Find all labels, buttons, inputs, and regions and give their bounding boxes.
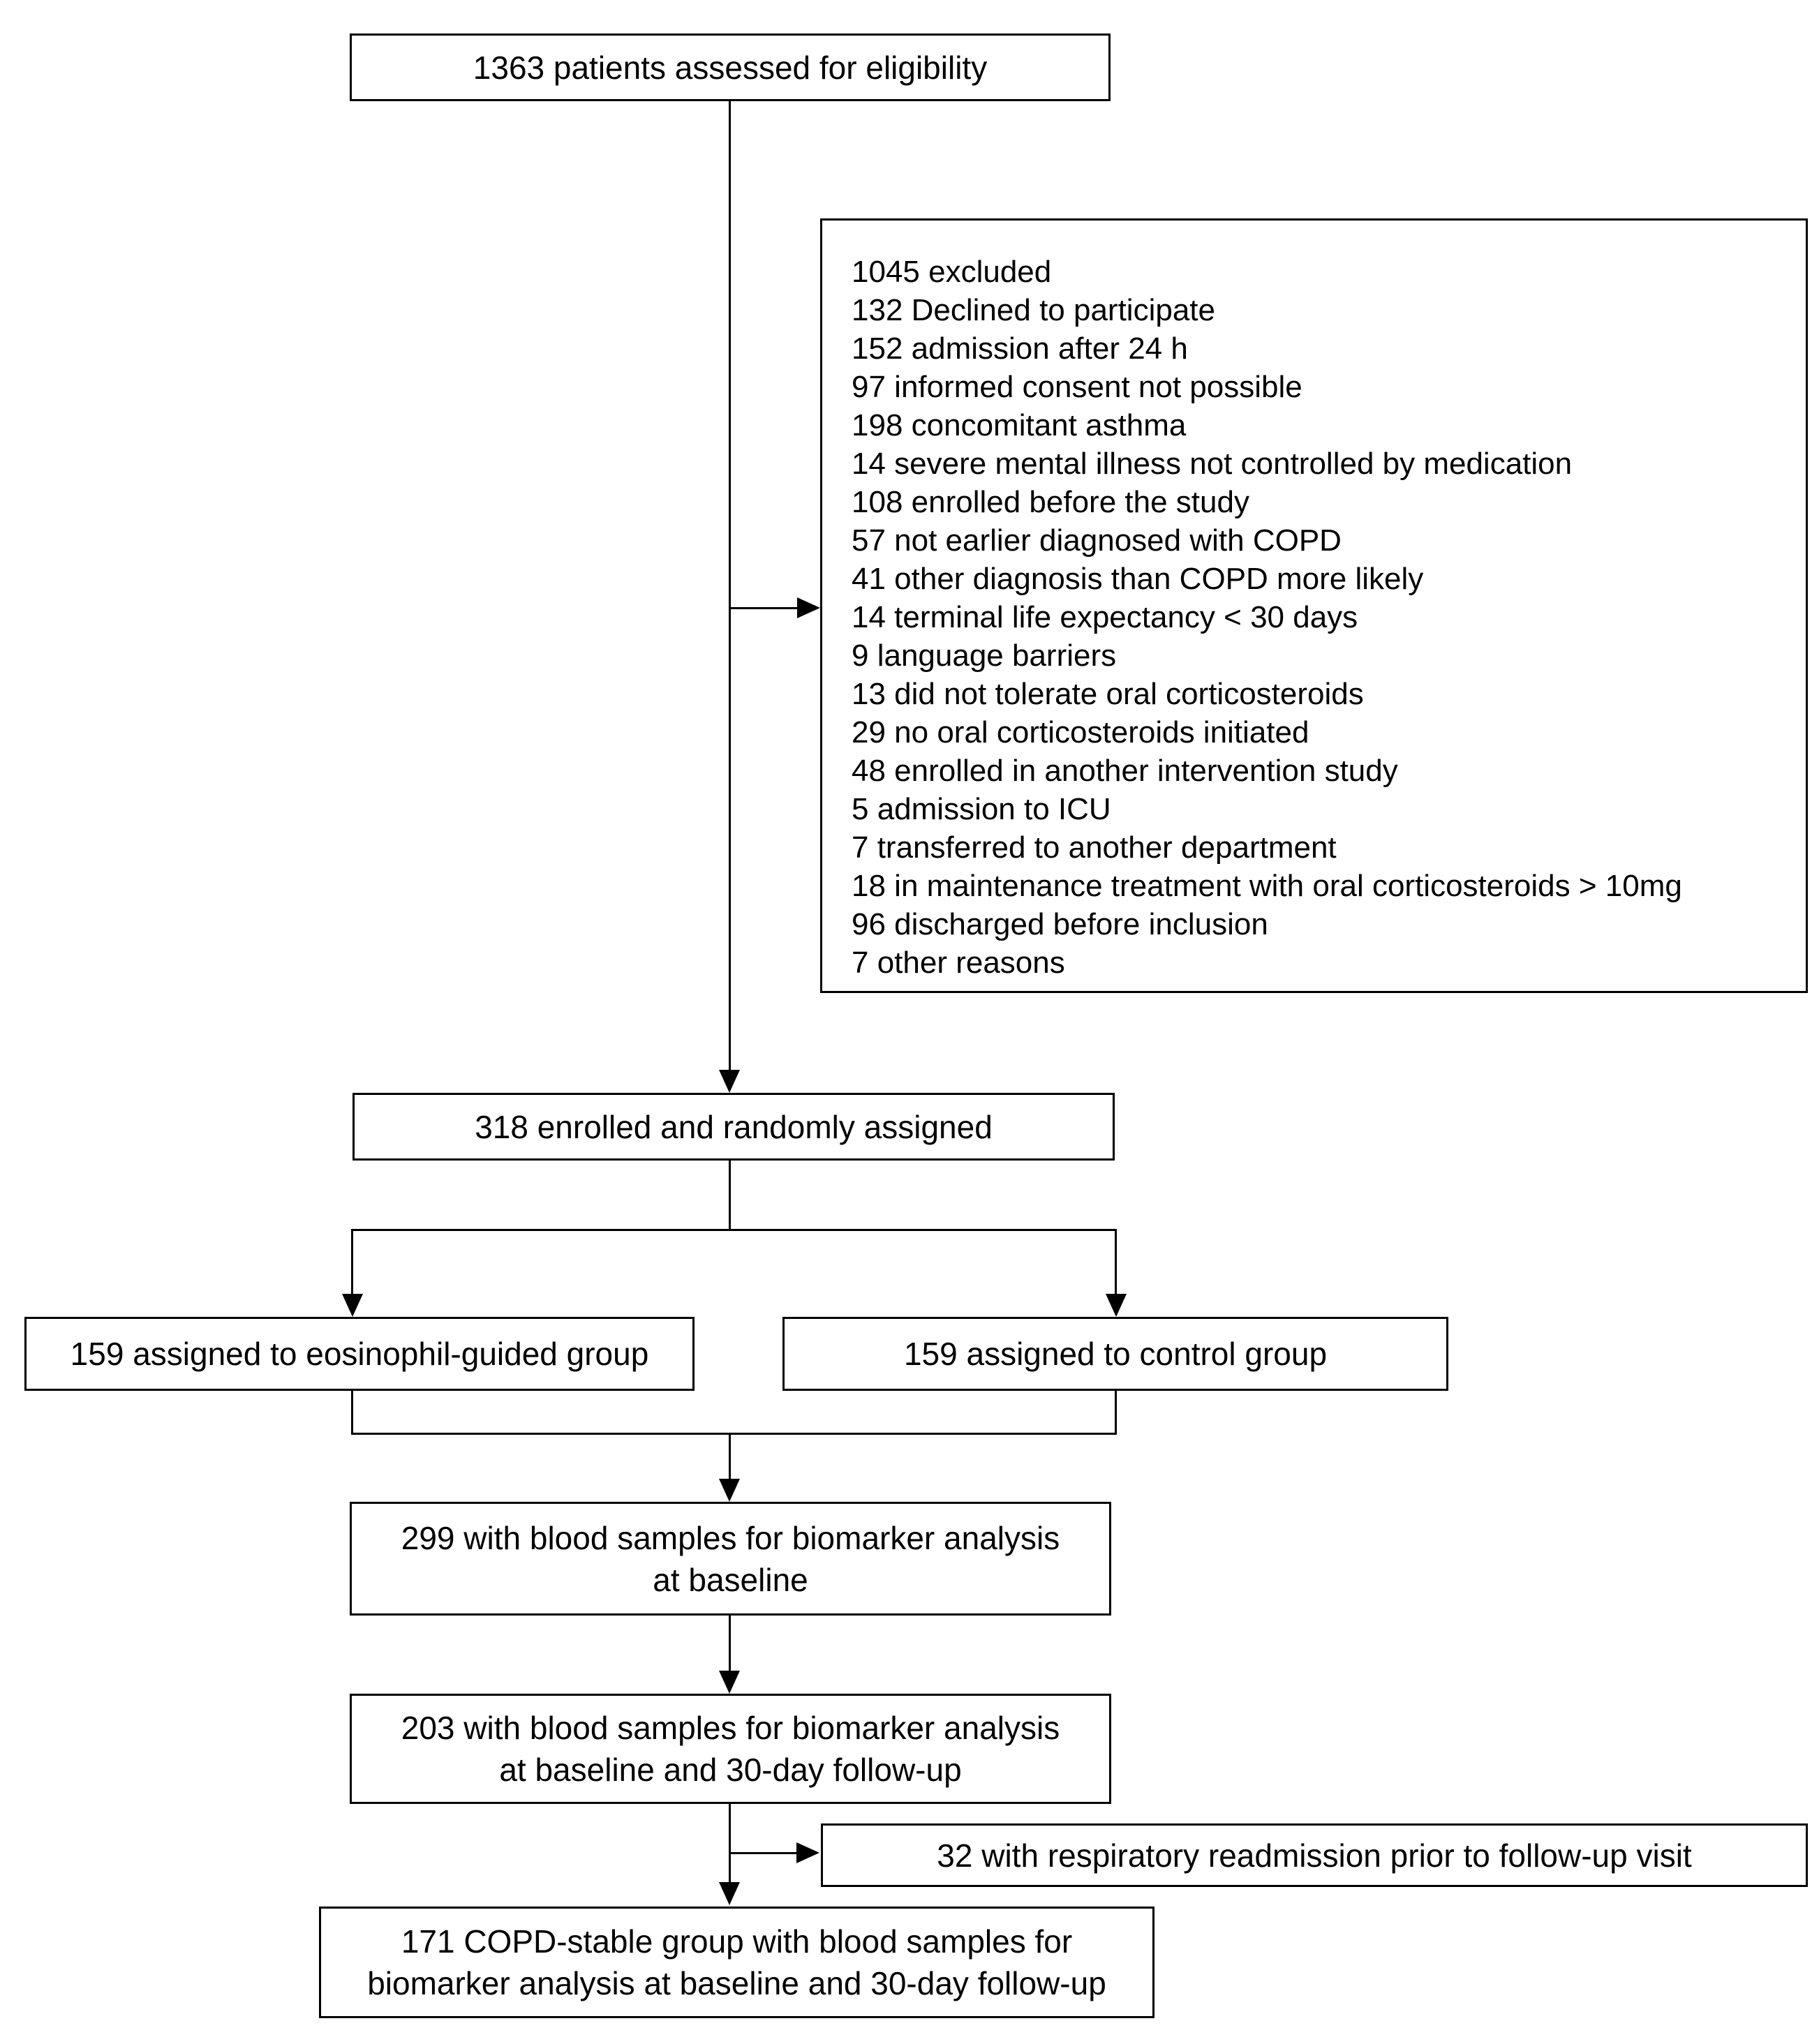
exclusion-reason-line: 96 discharged before inclusion [852, 907, 1268, 941]
arrowhead-into-control [1106, 1294, 1127, 1317]
box-baseline-line2: at baseline [653, 1561, 808, 1598]
box-baseline-line1: 299 with blood samples for biomarker ana… [401, 1519, 1060, 1556]
exclusion-reason-line: 7 transferred to another department [852, 830, 1337, 865]
box-control-group: 159 assigned to control group [782, 1317, 1448, 1391]
box-blood-samples-baseline: 299 with blood samples for biomarker ana… [350, 1502, 1111, 1616]
arrowhead-into-excluded [797, 597, 820, 618]
connector-split-horizontal [352, 1229, 1117, 1231]
box-assessed-for-eligibility: 1363 patients assessed for eligibility [350, 33, 1111, 101]
arrowhead-into-eosinophil [342, 1294, 363, 1317]
box-copd-stable-group: 171 COPD-stable group with blood samples… [319, 1907, 1154, 2018]
exclusion-reason-line: 108 enrolled before the study [852, 485, 1249, 519]
connector-merge-stem [729, 1433, 731, 1480]
exclusion-reason-line: 41 other diagnosis than COPD more likely [852, 562, 1424, 596]
arrowhead-into-enrolled [719, 1070, 740, 1093]
box-blood-samples-followup: 203 with blood samples for biomarker ana… [350, 1694, 1111, 1804]
box-followup-line2: at baseline and 30-day follow-up [499, 1752, 962, 1788]
connector-drop-right [1115, 1229, 1117, 1295]
exclusion-reason-line: 29 no oral corticosteroids initiated [852, 715, 1309, 749]
box-followup-line1: 203 with blood samples for biomarker ana… [401, 1710, 1060, 1746]
exclusion-reason-line: 14 severe mental illness not controlled … [852, 447, 1573, 481]
box-respiratory-readmission: 32 with respiratory readmission prior to… [821, 1823, 1808, 1887]
exclusion-reason-line: 13 did not tolerate oral corticosteroids [852, 677, 1364, 711]
connector-assessed-to-enrolled [729, 101, 731, 1071]
exclusion-reason-line: 14 terminal life expectancy < 30 days [852, 600, 1358, 634]
connector-drop-left [351, 1229, 353, 1295]
box-control-text: 159 assigned to control group [903, 1336, 1328, 1372]
connector-merge-right [1115, 1391, 1117, 1434]
exclusion-reason-line: 132 Declined to participate [852, 293, 1215, 327]
exclusion-reason-line: 48 enrolled in another intervention stud… [852, 754, 1398, 788]
box-excluded-reasons: 1045 excluded 132 Declined to participate… [820, 218, 1808, 993]
exclusion-reason-line: 152 admission after 24 h [852, 331, 1188, 366]
box-enrolled-randomized: 318 enrolled and randomly assigned [352, 1093, 1115, 1161]
arrowhead-into-baseline [719, 1479, 740, 1502]
box-eosinophil-text: 159 assigned to eosinophil-guided group [70, 1336, 649, 1372]
exclusion-reason-line: 57 not earlier diagnosed with COPD [852, 523, 1342, 558]
exclusion-reason-line: 18 in maintenance treatment with oral co… [852, 869, 1682, 903]
connector-enrolled-stem [729, 1161, 731, 1230]
connector-baseline-to-followup [729, 1616, 731, 1671]
box-stable-line2: biomarker analysis at baseline and 30-da… [367, 1965, 1106, 2001]
exclusion-reason-line: 198 concomitant asthma [852, 408, 1187, 442]
arrowhead-into-stable [719, 1882, 740, 1905]
exclusion-reason-line: 5 admission to ICU [852, 792, 1111, 826]
exclusion-reason-line: 7 other reasons [852, 946, 1065, 980]
connector-to-readmission [729, 1852, 798, 1854]
exclusion-reason-line: 9 language barriers [852, 639, 1117, 673]
arrowhead-into-readmission [796, 1842, 819, 1863]
connector-followup-to-stable [729, 1804, 731, 1883]
connector-merge-horizontal [351, 1433, 1117, 1435]
box-assessed-text: 1363 patients assessed for eligibility [473, 49, 988, 86]
box-eosinophil-guided-group: 159 assigned to eosinophil-guided group [24, 1317, 695, 1391]
connector-merge-left [351, 1391, 353, 1434]
exclusion-reason-line: 97 informed consent not possible [852, 370, 1302, 404]
arrowhead-into-followup [719, 1671, 740, 1694]
connector-to-excluded [729, 607, 799, 609]
exclusion-reason-line: 1045 excluded [852, 255, 1052, 289]
box-readmission-text: 32 with respiratory readmission prior to… [937, 1837, 1692, 1874]
box-stable-line1: 171 COPD-stable group with blood samples… [401, 1923, 1073, 1960]
box-enrolled-text: 318 enrolled and randomly assigned [475, 1108, 993, 1145]
